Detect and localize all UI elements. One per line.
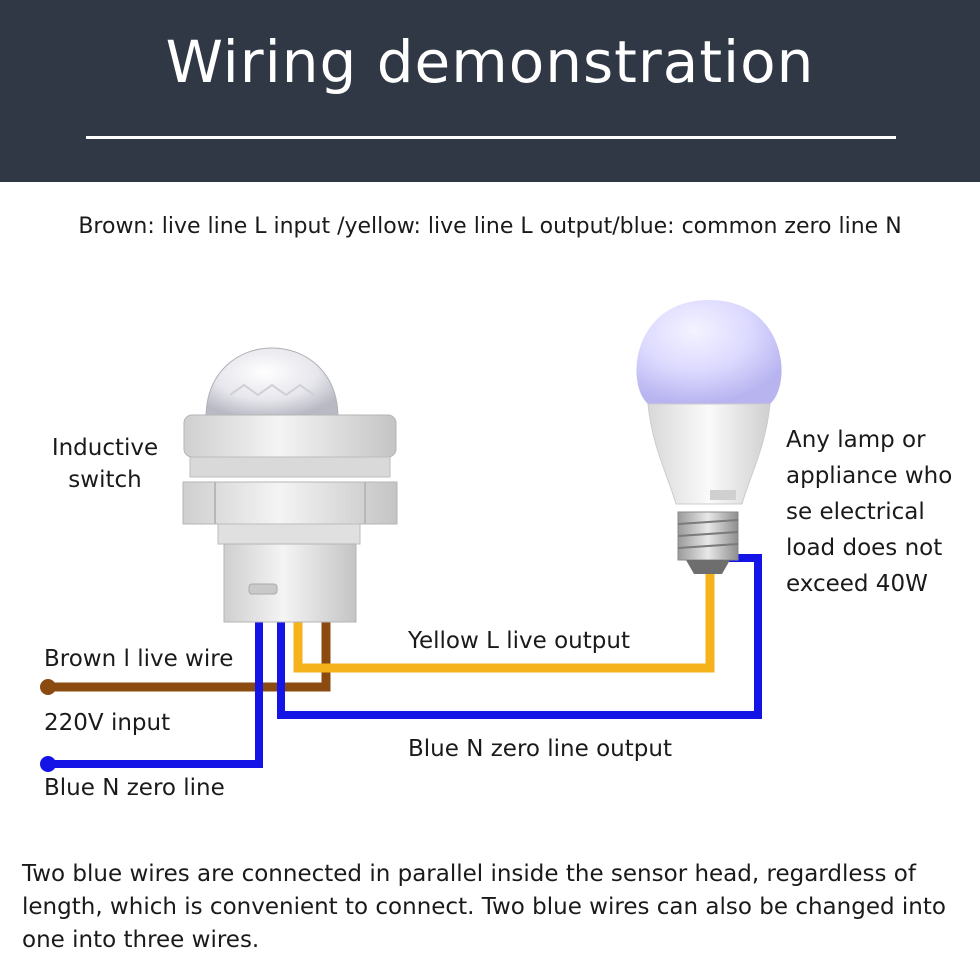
voltage-input-label: 220V input — [44, 710, 171, 736]
light-bulb-icon — [636, 300, 782, 574]
lamp-load-note: Any lamp or appliance who se electrical … — [786, 427, 953, 597]
inductive-switch-label: Inductive switch — [51, 435, 159, 493]
page-title: Wiring demonstration — [165, 28, 815, 96]
pir-sensor-switch-icon — [182, 347, 398, 623]
brown-wire-label: Brown l live wire — [44, 646, 234, 672]
blue-output-label: Blue N zero line output — [408, 736, 672, 762]
blue-wire-input — [40, 617, 263, 772]
header-banner: Wiring demonstration — [0, 0, 980, 182]
brown-wire — [40, 617, 331, 695]
yellow-output-label: Yellow L live output — [408, 628, 630, 654]
blue-zero-line-label: Blue N zero line — [44, 775, 225, 801]
blue-wire-output — [277, 554, 762, 719]
footer-note: Two blue wires are connected in parallel… — [22, 861, 946, 953]
title-underline — [86, 136, 896, 139]
yellow-wire — [293, 568, 715, 673]
wire-color-legend: Brown: live line L input /yellow: live l… — [78, 214, 902, 239]
